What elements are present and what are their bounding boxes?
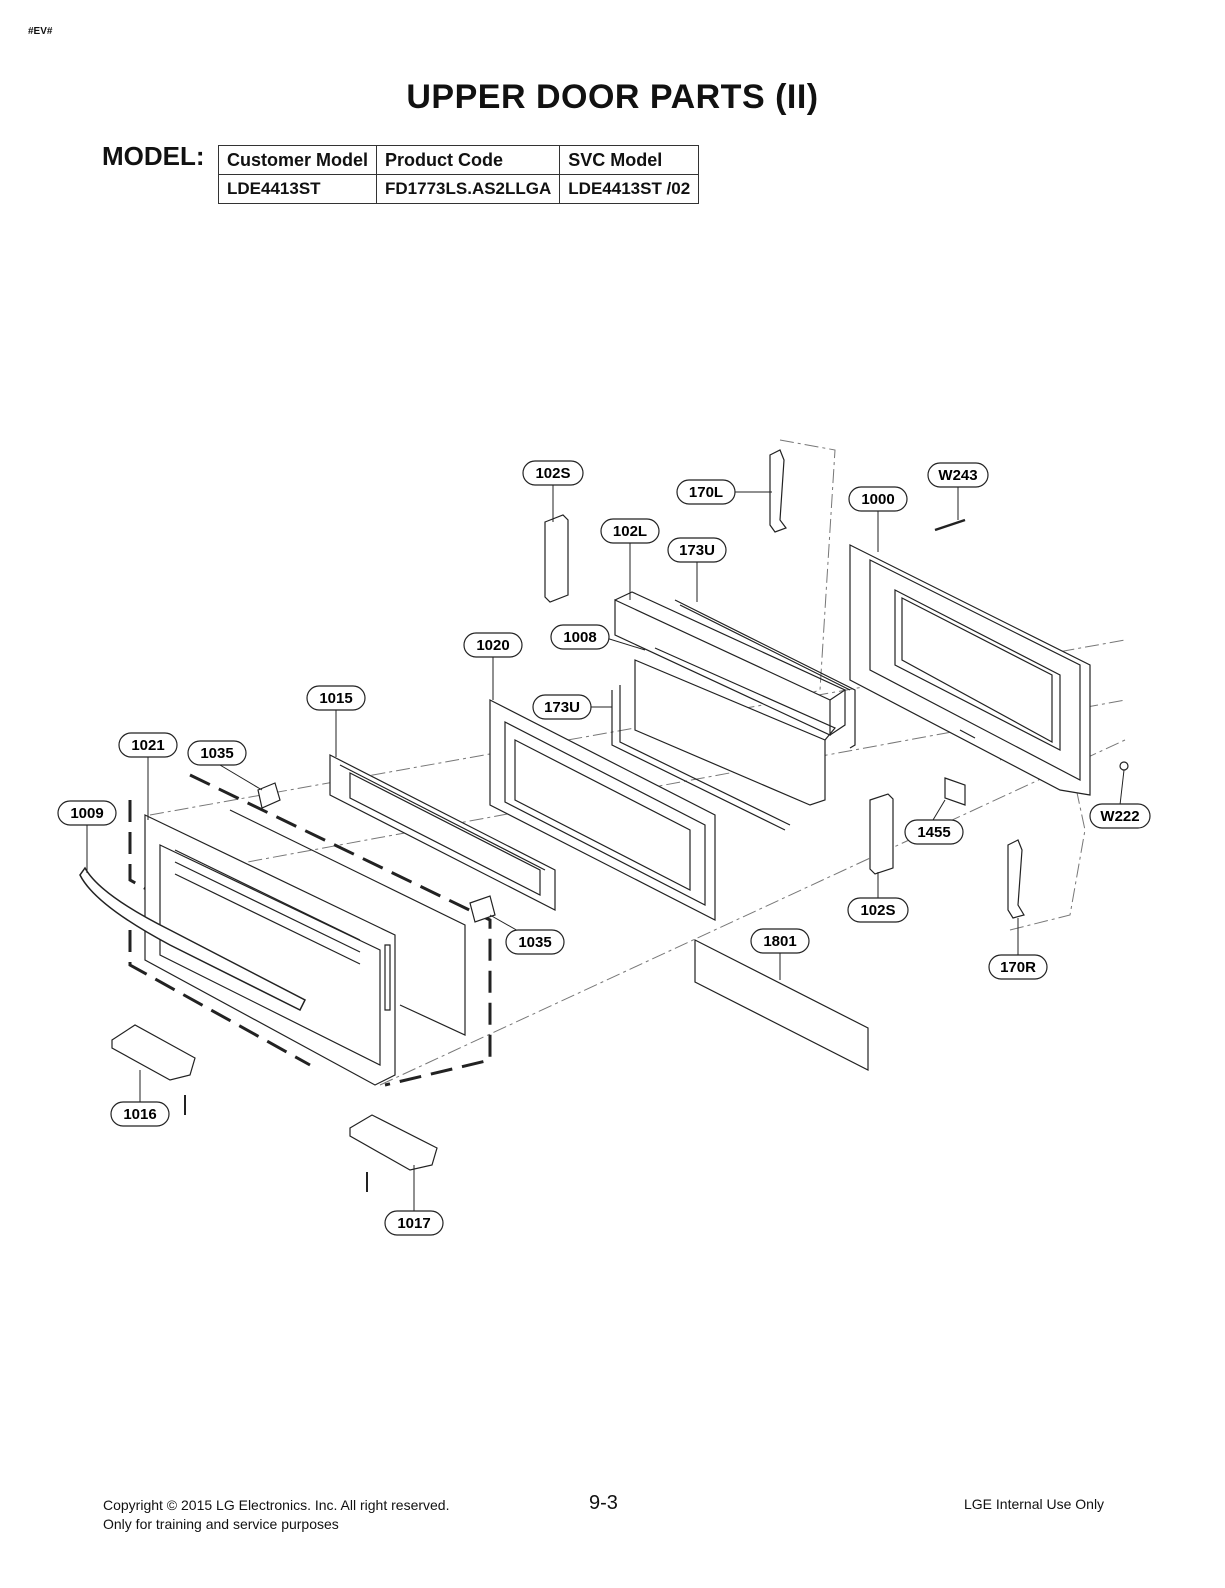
door-panel-1000 (849, 544, 1091, 796)
foot-1016 (111, 1024, 196, 1081)
footer-purpose: Only for training and service purposes (103, 1516, 339, 1532)
callout-102l: 102L (600, 518, 660, 544)
front-panel-1009 (144, 809, 466, 1086)
rail-173u-top (674, 599, 856, 749)
model-table-row: LDE4413ST FD1773LS.AS2LLGA LDE4413ST /02 (217, 174, 700, 204)
screw-w243 (934, 518, 966, 532)
svg-text:102S: 102S (860, 902, 895, 919)
callout-w243: W243 (927, 462, 989, 488)
footer-copyright: Copyright © 2015 LG Electronics. Inc. Al… (103, 1497, 450, 1513)
trim-outline-1021 (128, 773, 492, 1087)
svg-text:1035: 1035 (518, 934, 551, 951)
spacer-102s-top (544, 514, 569, 603)
clip-1035-bottom (469, 895, 496, 923)
svg-text:1455: 1455 (917, 824, 950, 841)
callout-102s-bottom: 102S (847, 897, 909, 923)
hinge-170r (1007, 839, 1025, 919)
page-title: UPPER DOOR PARTS (II) (406, 78, 819, 116)
callout-170r: 170R (988, 954, 1048, 980)
svg-text:102L: 102L (613, 523, 647, 540)
svg-text:170L: 170L (689, 484, 723, 501)
callout-1009: 1009 (57, 800, 117, 826)
callout-102s-top: 102S (522, 460, 584, 486)
bracket-1455 (944, 777, 966, 806)
callout-1016: 1016 (110, 1101, 170, 1127)
svg-text:1000: 1000 (861, 491, 894, 508)
callout-1015: 1015 (306, 685, 366, 711)
cell-customer-model: LDE4413ST (217, 174, 378, 204)
svg-text:W243: W243 (938, 467, 977, 484)
callout-173u-mid: 173U (532, 694, 592, 720)
glass-1008 (634, 647, 836, 806)
leader-lines (86, 485, 1125, 1211)
svg-text:1016: 1016 (123, 1106, 156, 1123)
svg-text:1035: 1035 (200, 745, 233, 762)
model-label: MODEL: (102, 141, 205, 171)
callout-173u-top: 173U (667, 537, 727, 563)
callout-1035-bottom: 1035 (505, 929, 565, 955)
callout-1020: 1020 (463, 632, 523, 658)
callout-1801: 1801 (750, 928, 810, 954)
callout-1008: 1008 (550, 624, 610, 650)
footer-internal-use: LGE Internal Use Only (964, 1496, 1105, 1512)
spacer-102s-bottom (869, 793, 894, 875)
svg-text:102S: 102S (535, 465, 570, 482)
model-table-header-row: Customer Model Product Code SVC Model (217, 145, 700, 175)
svg-text:1008: 1008 (563, 629, 596, 646)
handle-1009 (79, 866, 307, 1012)
svg-text:1021: 1021 (131, 737, 164, 754)
hinge-170l (769, 449, 787, 533)
svg-text:1015: 1015 (319, 690, 352, 707)
svg-text:1017: 1017 (397, 1215, 430, 1232)
svg-text:173U: 173U (544, 699, 580, 716)
column-header-svc-model: SVC Model (559, 145, 700, 175)
bracket-1015 (329, 754, 556, 911)
callout-1017: 1017 (384, 1210, 444, 1236)
callout-1000: 1000 (848, 486, 908, 512)
screw-w222 (1119, 761, 1129, 771)
foot-1017 (349, 1114, 438, 1171)
model-table: Customer Model Product Code SVC Model LD… (217, 145, 700, 204)
callout-170l: 170L (676, 479, 736, 505)
column-header-product-code: Product Code (376, 145, 561, 175)
column-header-customer-model: Customer Model (217, 145, 378, 175)
svg-text:173U: 173U (679, 542, 715, 559)
svg-text:1801: 1801 (763, 933, 796, 950)
label-plate-1801 (694, 939, 869, 1071)
page-number: 9-3 (589, 1492, 618, 1514)
svg-text:W222: W222 (1100, 808, 1139, 825)
cell-product-code: FD1773LS.AS2LLGA (376, 174, 561, 204)
inner-frame-1020 (489, 699, 716, 921)
svg-text:1020: 1020 (476, 637, 509, 654)
callout-bubbles: 102S 170L W243 1000 102L 173U 1008 1020 (57, 460, 1151, 1236)
callout-1035-top: 1035 (187, 740, 247, 766)
rail-173u-mid (611, 685, 791, 831)
footer-copyright-block: Copyright © 2015 LG Electronics. Inc. Al… (103, 1496, 449, 1534)
callout-w222: W222 (1089, 803, 1151, 829)
svg-text:1009: 1009 (70, 805, 103, 822)
callout-1455: 1455 (904, 819, 964, 845)
svg-text:170R: 170R (1000, 959, 1036, 976)
document-tag: #EV# (28, 26, 53, 37)
clip-1035-top (257, 782, 281, 809)
callout-1021: 1021 (118, 732, 178, 758)
cell-svc-model: LDE4413ST /02 (559, 174, 700, 204)
